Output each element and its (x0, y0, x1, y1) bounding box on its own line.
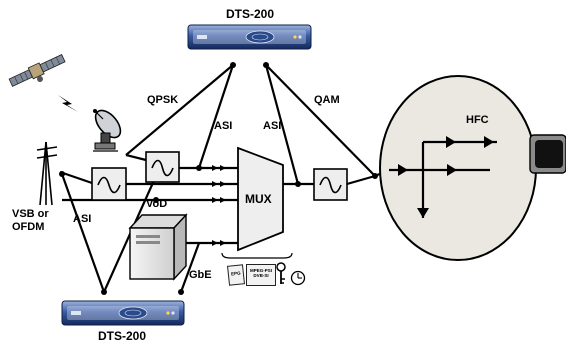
lightning-icon (58, 95, 78, 112)
asi-label-top-right: ASI (263, 120, 282, 132)
epg-document: EPG (226, 264, 246, 286)
filter-block-terrestrial (91, 167, 127, 201)
dts-200-bottom-label: DTS-200 (98, 329, 147, 343)
mpeg-psi-document: MPEG-PSI DVB-SI (246, 264, 276, 286)
asi-label-top-left: ASI (214, 120, 233, 132)
qpsk-label: QPSK (147, 94, 179, 106)
hfc-label: HFC (466, 114, 489, 126)
metadata-bracket (221, 252, 293, 259)
broadcast-antenna-icon (36, 141, 58, 206)
satellite-icon (8, 54, 66, 87)
mux-block (237, 146, 284, 252)
television-icon (529, 134, 566, 174)
filter-block-satellite (145, 151, 180, 183)
epg-label: EPG (230, 270, 241, 277)
satellite-dish-icon (93, 109, 122, 152)
clock-icon (290, 270, 306, 286)
key-icon (276, 262, 286, 284)
dts-200-top-device (187, 24, 312, 50)
vod-server-icon (128, 213, 188, 281)
dts-200-top-label: DTS-200 (226, 7, 275, 21)
filter-block-qam (313, 168, 348, 201)
mpeg-label-line2: DVB-SI (253, 272, 269, 278)
mux-input-arrows (212, 165, 226, 246)
dts-200-bottom-device (61, 300, 185, 326)
mux-label: MUX (245, 192, 272, 206)
mpeg-label-line1: MPEG-PSI (249, 268, 272, 273)
gbe-label: GbE (189, 269, 212, 281)
vod-label: VoD (146, 198, 168, 210)
junction-dots (59, 62, 378, 295)
vsb-label-line2: OFDM (12, 221, 45, 233)
asi-label-left: ASI (73, 213, 92, 225)
qam-label: QAM (314, 94, 340, 106)
vsb-label-line1: VSB or (12, 208, 49, 220)
hfc-network (379, 75, 537, 261)
